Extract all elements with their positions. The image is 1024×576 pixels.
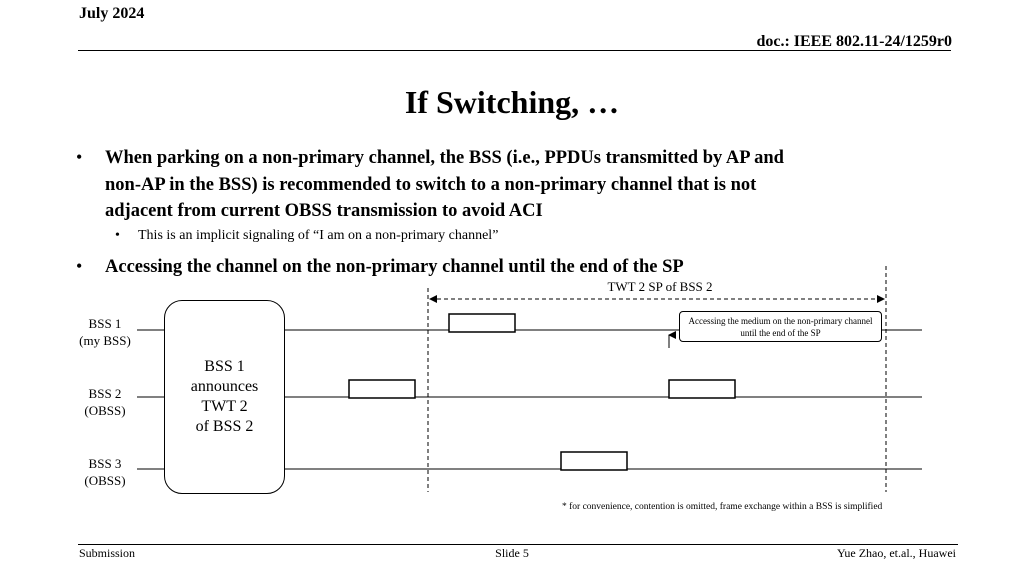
header-date: July 2024	[79, 5, 145, 22]
announce-line: TWT 2	[201, 398, 248, 415]
bullet-1-line-3: adjacent from current OBSS transmission …	[105, 201, 543, 221]
callout-box: Accessing the medium on the non-primary …	[679, 311, 882, 342]
slide-title: If Switching, …	[404, 84, 620, 120]
bss2-label: BSS 2 (OBSS)	[65, 385, 145, 419]
footer-author: Yue Zhao, et.al., Huawei	[837, 546, 956, 560]
bss3-role: (OBSS)	[84, 473, 126, 488]
bullet-1: When parking on a non-primary channel, t…	[105, 145, 784, 225]
footer-divider	[78, 544, 958, 545]
header-doc-number: doc.: IEEE 802.11-24/1259r0	[756, 33, 952, 50]
callout-text: Accessing the medium on the non-primary …	[688, 315, 873, 338]
bss1-label: BSS 1 (my BSS)	[65, 315, 145, 349]
bullet-1-line-1: When parking on a non-primary channel, t…	[105, 148, 784, 168]
bss1-name: BSS 1	[88, 316, 122, 331]
sub-bullet-marker: •	[115, 228, 120, 243]
bullet-1-line-2: non-AP in the BSS) is recommended to swi…	[105, 174, 757, 195]
announce-line: announces	[190, 378, 259, 395]
announce-line: BSS 1	[204, 358, 245, 375]
bss2-frame-1	[348, 379, 416, 399]
footer-submission: Submission	[79, 546, 136, 560]
slide-number: Slide 5	[495, 546, 529, 560]
bullet-2: Accessing the channel on the non-primary…	[105, 257, 684, 277]
bss1-role: (my BSS)	[79, 333, 131, 348]
bullet-marker: •	[76, 147, 83, 167]
bss3-name: BSS 3	[88, 456, 122, 471]
footnote: * for convenience, contention is omitted…	[562, 502, 883, 512]
announce-line: of BSS 2	[195, 418, 254, 435]
bss2-name: BSS 2	[88, 386, 122, 401]
announce-box: BSS 1 announces TWT 2 of BSS 2	[164, 300, 285, 494]
bss2-frame-2	[668, 379, 736, 399]
bullet-marker: •	[76, 256, 83, 276]
bss3-frame	[560, 451, 628, 471]
twt-sp-label: TWT 2 SP of BSS 2	[607, 279, 713, 294]
bss2-role: (OBSS)	[84, 403, 126, 418]
sub-bullet-1: This is an implicit signaling of “I am o…	[138, 228, 499, 243]
bss1-frame	[448, 313, 516, 333]
bss3-label: BSS 3 (OBSS)	[65, 455, 145, 489]
header-divider	[78, 50, 951, 51]
